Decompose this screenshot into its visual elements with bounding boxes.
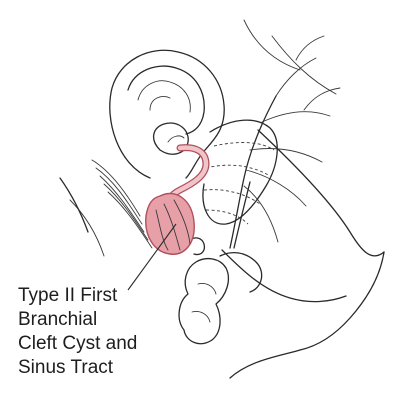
parotid-gland (202, 119, 278, 225)
neck-muscle-strands (59, 159, 153, 257)
mandible-cartilage (178, 237, 263, 345)
branchial-cleft-cyst (145, 192, 195, 255)
ear-auricle (109, 49, 225, 179)
facial-nerve-branches (229, 35, 341, 249)
diagram-caption: Type II First Branchial Cleft Cyst and S… (18, 284, 218, 380)
caption-line-2: Branchial (18, 309, 98, 330)
caption-line-3: Cleft Cyst and (18, 333, 138, 354)
caption-line-1: Type II First (18, 285, 118, 306)
face-neck-contour (221, 19, 385, 379)
caption-line-4: Sinus Tract (18, 357, 114, 378)
leader-line (127, 223, 177, 291)
